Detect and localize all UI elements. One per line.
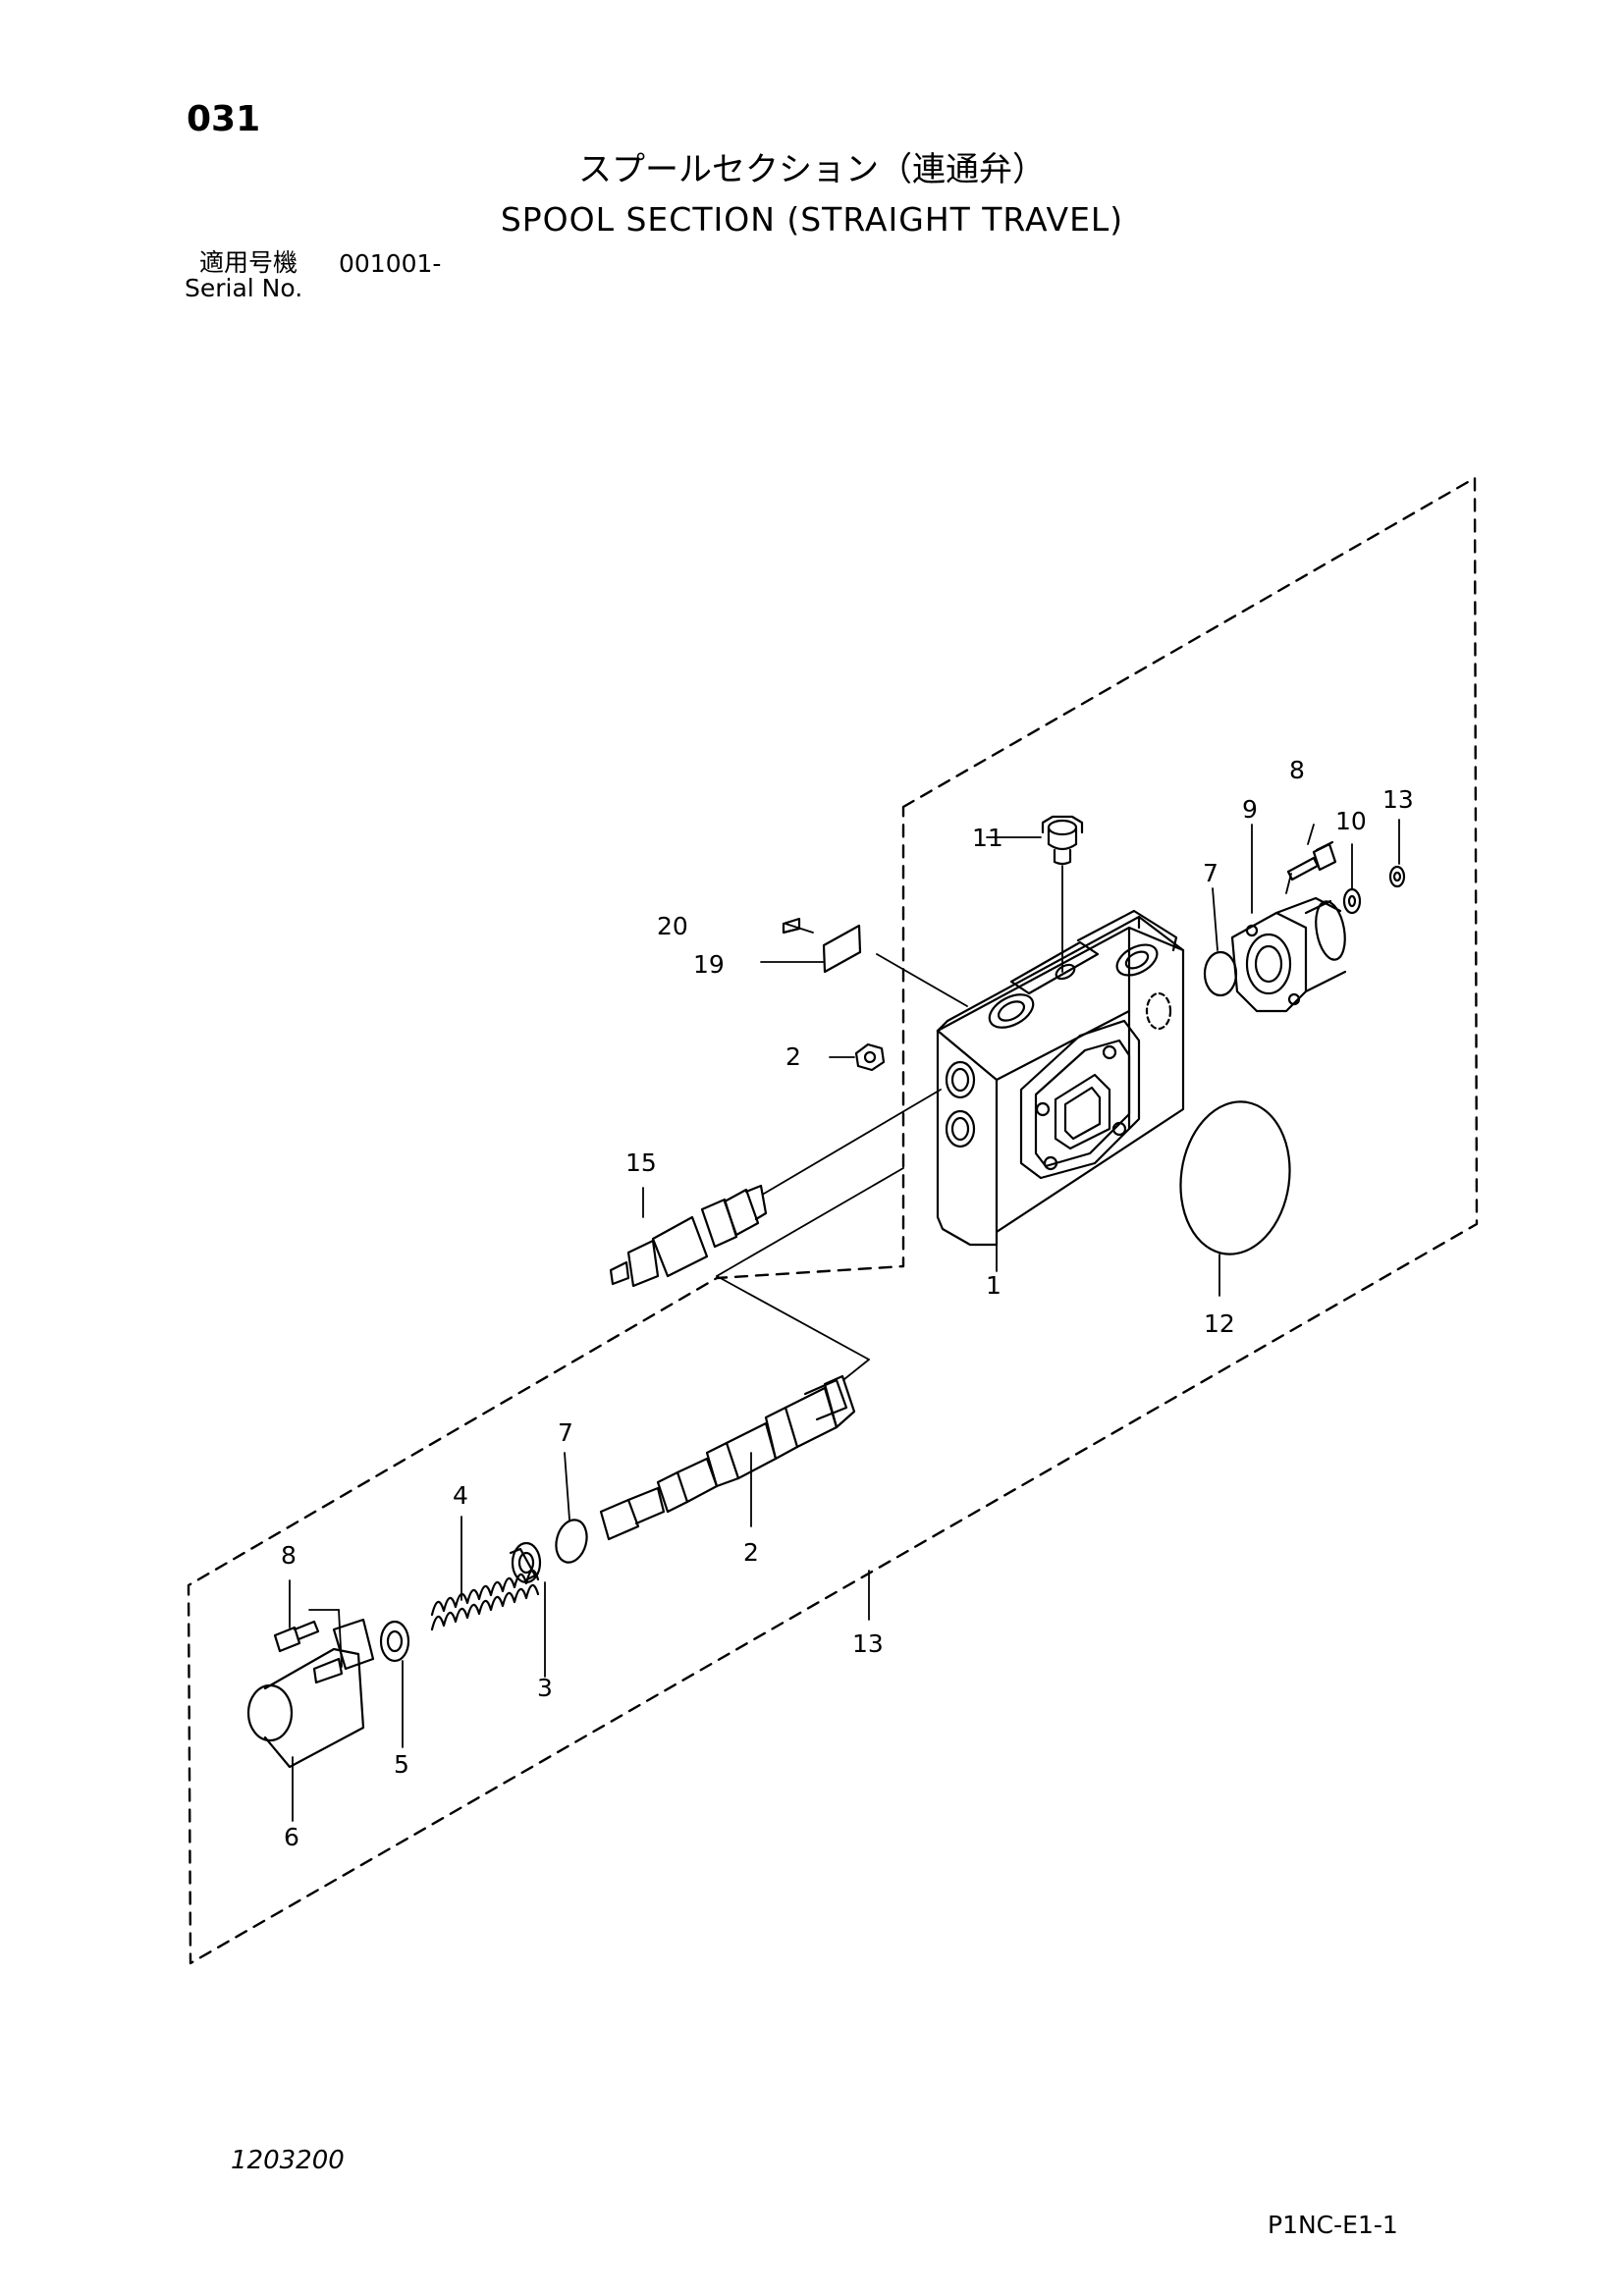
valve-cartridge	[609, 1184, 768, 1288]
nut-side	[854, 1042, 886, 1072]
spring-seat-end	[379, 1620, 410, 1663]
o-ring-upper	[1203, 950, 1238, 997]
end-cap-lower	[246, 1618, 375, 1769]
bolt-upper	[1286, 840, 1337, 881]
drawing-number: 1203200	[231, 2146, 345, 2175]
callout-19: 19	[693, 950, 725, 979]
o-ring-large	[1179, 1100, 1291, 1255]
plug-top	[1041, 815, 1084, 866]
callout-4: 4	[453, 1481, 468, 1510]
end-cover-upper	[1230, 896, 1347, 1013]
callout-7-upper: 7	[1203, 859, 1218, 887]
callout-10: 10	[1335, 807, 1367, 835]
leader-lines	[289, 819, 1400, 1822]
title-japanese: スプールセクション（連通弁）	[578, 150, 1046, 189]
callout-9: 9	[1242, 795, 1258, 824]
spring-seat	[509, 1541, 542, 1584]
callout-6: 6	[284, 1823, 299, 1851]
callout-11: 11	[972, 824, 1003, 852]
serial-label-japanese: 適用号機	[199, 248, 298, 277]
callout-1: 1	[986, 1271, 1001, 1300]
nut-upper	[1388, 865, 1406, 888]
serial-number: 001001-	[339, 249, 442, 278]
callout-12: 12	[1204, 1309, 1235, 1338]
callout-20: 20	[657, 912, 688, 940]
callout-3: 3	[537, 1674, 553, 1702]
callout-7-lower: 7	[558, 1418, 573, 1447]
callout-13-lower: 13	[852, 1629, 884, 1658]
callout-2-side: 2	[785, 1042, 801, 1071]
callout-13-upper: 13	[1382, 785, 1414, 814]
callout-15: 15	[625, 1148, 657, 1177]
page-code: P1NC-E1-1	[1268, 2211, 1398, 2239]
callout-2-spool: 2	[743, 1538, 759, 1567]
name-plate	[822, 924, 862, 974]
spool	[599, 1374, 856, 1541]
bolt-lower	[273, 1620, 320, 1653]
page-number: 031	[187, 99, 261, 139]
callout-8-lower: 8	[281, 1541, 297, 1570]
spring	[430, 1569, 540, 1631]
washer-upper	[1342, 887, 1362, 915]
valve-housing	[936, 909, 1185, 1247]
callout-8-upper: 8	[1289, 756, 1305, 784]
o-ring-lower	[555, 1519, 588, 1564]
callout-5: 5	[394, 1750, 409, 1779]
serial-label-english: Serial No.	[185, 274, 303, 302]
title-english: SPOOL SECTION (STRAIGHT TRAVEL)	[500, 200, 1124, 239]
assembly-boundary-dashed	[187, 476, 1479, 1965]
